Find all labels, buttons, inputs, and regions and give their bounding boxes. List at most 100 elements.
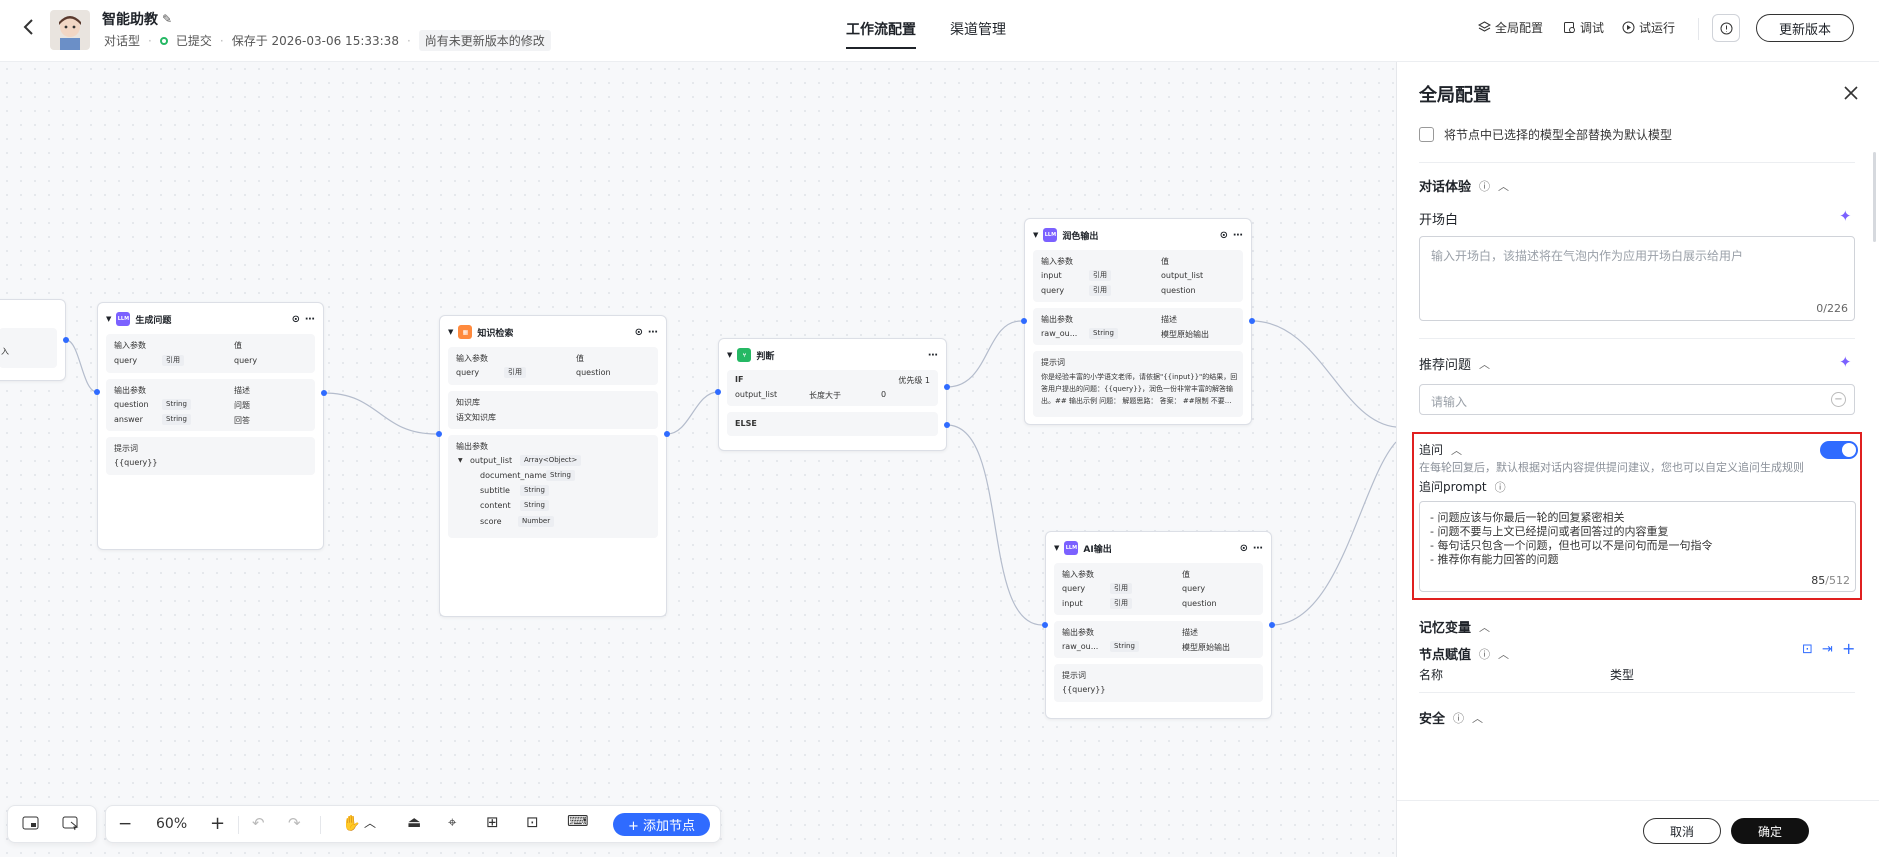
input-port[interactable]: [436, 431, 442, 437]
child-type: String: [520, 485, 549, 496]
output-port[interactable]: [1249, 318, 1255, 324]
redo-icon[interactable]: ↷: [288, 814, 301, 832]
help-icon[interactable]: ⓘ: [1479, 179, 1491, 193]
else-output-port[interactable]: [944, 422, 950, 428]
input-port[interactable]: [1042, 622, 1048, 628]
run-node-icon[interactable]: ⊙: [291, 313, 300, 325]
replace-models-label: 将节点中已选择的模型全部替换为默认模型: [1444, 128, 1673, 142]
collapse-caret-icon[interactable]: ▼: [448, 328, 454, 336]
memory-header[interactable]: 记忆变量 ︿: [1419, 617, 1491, 637]
chevron-up-icon[interactable]: ︿: [1498, 647, 1510, 661]
ai-sparkle-icon[interactable]: ✦: [1839, 207, 1852, 225]
grid-icon[interactable]: ⊞: [486, 813, 499, 831]
tab-channel[interactable]: 渠道管理: [950, 19, 1006, 39]
debug-button[interactable]: 调试: [1563, 19, 1604, 36]
output-port[interactable]: [321, 390, 327, 396]
cancel-button[interactable]: 取消: [1643, 818, 1721, 844]
more-icon[interactable]: ⋯: [1233, 229, 1243, 241]
hand-tool-icon[interactable]: ✋: [342, 814, 361, 832]
back-arrow-icon[interactable]: [18, 16, 38, 38]
param-desc: 问题: [234, 401, 250, 410]
update-version-button[interactable]: 更新版本: [1756, 14, 1854, 42]
help-icon[interactable]: ⓘ: [1479, 647, 1491, 661]
export-icon[interactable]: ⇥: [1822, 642, 1833, 657]
prompt-line: 答用户提出的问题：{{query}}，润色一份非常丰富的解答输: [1041, 385, 1234, 393]
tab-workflow-label: 工作流配置: [846, 22, 916, 38]
chevron-up-icon[interactable]: ︿: [1472, 711, 1484, 725]
select-mode-icon[interactable]: [62, 815, 80, 831]
chevron-up-icon[interactable]: ︿: [1479, 357, 1491, 371]
run-node-icon[interactable]: ⊙: [1239, 542, 1248, 554]
chevron-up-icon[interactable]: ︿: [1498, 179, 1510, 193]
followup-prompt-textarea[interactable]: - 问题应该与你最后一轮的回复紧密相关 - 问题不要与上文已经提问或者回答过的内…: [1419, 501, 1856, 592]
scrollbar[interactable]: [1873, 152, 1876, 242]
confirm-button[interactable]: 确定: [1731, 818, 1809, 844]
ai-sparkle-icon[interactable]: ✦: [1839, 353, 1852, 371]
close-icon[interactable]: [1843, 85, 1859, 101]
locate-icon[interactable]: ⌖: [448, 813, 457, 831]
run-node-icon[interactable]: ⊙: [634, 326, 643, 338]
collapse-caret-icon[interactable]: ▼: [1054, 544, 1060, 552]
collapse-caret-icon[interactable]: ▼: [106, 315, 112, 323]
judge-node[interactable]: ▼ ⑂ 判断 ⋯ IF 优先级 1 output_list 长度大于 0 ELS…: [718, 338, 947, 451]
global-config-button[interactable]: 全局配置: [1478, 19, 1543, 36]
opening-textarea[interactable]: 输入开场白，该描述将在气泡内作为应用开场白展示给用户 0/226: [1419, 236, 1855, 321]
if-output-port[interactable]: [944, 384, 950, 390]
recommend-input[interactable]: 请输入 −: [1419, 384, 1855, 415]
followup-prompt-label: 追问prompt: [1419, 480, 1487, 494]
assign-header[interactable]: 节点赋值 ⓘ ︿: [1419, 644, 1510, 664]
workflow-canvas[interactable]: 入 ▼ LLM 生成问题 ⊙ ⋯ 输入参数 值 query 引用 query 输…: [0, 62, 1396, 857]
help-icon[interactable]: ⓘ: [1453, 711, 1465, 725]
output-port[interactable]: [1269, 622, 1275, 628]
followup-header[interactable]: 追问 ︿: [1419, 441, 1462, 458]
collapse-caret-icon[interactable]: ▼: [727, 351, 733, 359]
expand-caret-icon[interactable]: ▼: [458, 457, 463, 464]
polish-node[interactable]: ▼ LLM 润色输出 ⊙ ⋯ 输入参数 值 input 引用 output_li…: [1024, 218, 1252, 425]
run-node-icon[interactable]: ⊙: [1219, 229, 1228, 241]
tab-workflow[interactable]: 工作流配置: [846, 19, 916, 49]
remove-icon[interactable]: −: [1831, 392, 1846, 407]
keyboard-icon[interactable]: ⌨: [567, 812, 589, 830]
more-icon[interactable]: ⋯: [305, 313, 315, 325]
more-icon[interactable]: ⋯: [648, 326, 658, 338]
more-icon[interactable]: ⋯: [928, 349, 938, 361]
output-port[interactable]: [63, 337, 69, 343]
input-section: 输入参数 值 query 引用 query input 引用 question: [1054, 563, 1263, 615]
prompt-line: 你是经验丰富的小学语文老师，请依据"{{input}}"的结果，回: [1041, 373, 1238, 381]
chevron-up-icon[interactable]: ︿: [1479, 620, 1491, 634]
gen-question-node[interactable]: ▼ LLM 生成问题 ⊙ ⋯ 输入参数 值 query 引用 query 输出参…: [97, 302, 324, 550]
trial-run-button[interactable]: 试运行: [1622, 19, 1675, 36]
add-icon[interactable]: +: [1842, 639, 1856, 658]
auto-layout-icon[interactable]: ⏏: [407, 813, 422, 831]
ai-output-node[interactable]: ▼ LLM AI输出 ⊙ ⋯ 输入参数 值 query 引用 query inp…: [1045, 531, 1272, 719]
dialog-section-header[interactable]: 对话体验 ⓘ ︿: [1419, 176, 1510, 196]
edit-name-icon[interactable]: ✎: [162, 12, 173, 26]
help-icon[interactable]: ⓘ: [1494, 480, 1506, 494]
checkbox-box[interactable]: [1419, 127, 1434, 142]
minimap-icon[interactable]: [22, 815, 40, 831]
info-button[interactable]: [1712, 14, 1740, 42]
add-node-button[interactable]: + 添加节点: [613, 813, 710, 836]
collapse-caret-icon[interactable]: ▼: [1033, 231, 1039, 239]
chevron-up-icon[interactable]: ︿: [1451, 443, 1463, 457]
security-header[interactable]: 安全 ⓘ ︿: [1419, 708, 1484, 728]
add-note-icon[interactable]: ⊡: [526, 813, 539, 831]
replace-models-checkbox[interactable]: 将节点中已选择的模型全部替换为默认模型: [1419, 126, 1672, 143]
param-value: question: [1161, 286, 1196, 295]
followup-toggle[interactable]: [1820, 441, 1858, 459]
undo-icon[interactable]: ↶: [252, 814, 265, 832]
chevron-up-icon[interactable]: ︿: [364, 816, 377, 830]
knowledge-node[interactable]: ▼ ▦ 知识检索 ⊙ ⋯ 输入参数 值 query 引用 question 知识…: [439, 315, 667, 617]
import-icon[interactable]: ⊡: [1802, 642, 1813, 657]
zoom-in-icon[interactable]: +: [210, 813, 226, 834]
input-port[interactable]: [1021, 318, 1027, 324]
more-icon[interactable]: ⋯: [1253, 542, 1263, 554]
input-port[interactable]: [94, 389, 100, 395]
recommend-header[interactable]: 推荐问题 ︿: [1419, 354, 1491, 374]
param-value: question: [576, 368, 611, 377]
zoom-out-icon[interactable]: −: [118, 814, 133, 834]
zoom-level[interactable]: 60%: [156, 816, 188, 832]
input-port[interactable]: [715, 389, 721, 395]
output-port[interactable]: [664, 431, 670, 437]
partial-node[interactable]: 入: [0, 299, 66, 381]
